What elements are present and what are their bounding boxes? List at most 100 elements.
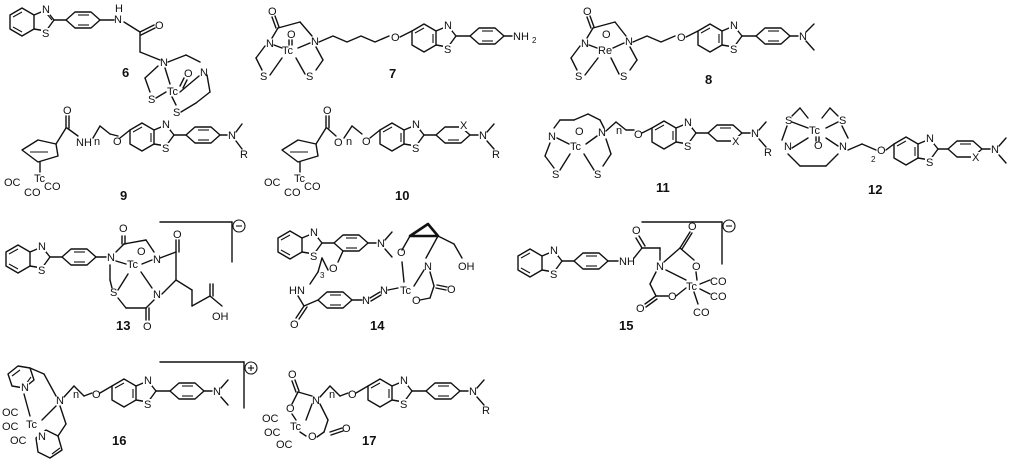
atom-label: X [732, 136, 740, 148]
compound-15: N S NH O N O O Tc CO CO CO O O 15 [517, 219, 736, 333]
compound-number: 16 [112, 433, 126, 448]
atom-label: N [153, 254, 161, 266]
atom-label: O [308, 431, 317, 443]
atom-label: S [110, 287, 117, 299]
metal-label: Tc [294, 173, 306, 185]
metal-label: Tc [686, 281, 698, 293]
metal-label: Tc [570, 141, 582, 153]
atom-label: N [200, 67, 208, 79]
atom-label: O [634, 129, 643, 141]
atom-label: OC [4, 177, 21, 189]
atom-label: NH [513, 31, 529, 43]
atom-label: O [113, 136, 122, 148]
metal-label: Tc [26, 419, 38, 431]
compound-number: 10 [395, 188, 409, 203]
atom-label: O [877, 145, 886, 157]
atom-label: O [184, 68, 193, 80]
atom-label: CO [710, 276, 727, 288]
atom-label: O [137, 246, 146, 258]
atom-label: O [668, 291, 677, 303]
atom-label: S [926, 157, 933, 169]
atom-label: NH [619, 256, 635, 268]
atom-label: S [839, 115, 846, 127]
atom-label: O [329, 263, 338, 275]
compound-13: N S N O N Tc O S N O O OH 13 [5, 219, 246, 333]
atom-label: S [38, 265, 45, 277]
atom-label: N [751, 128, 759, 140]
atom-label: O [342, 423, 351, 435]
atom-label: S [310, 251, 317, 263]
atom-label: OH [212, 311, 229, 323]
atom-label: HN [289, 285, 305, 297]
compound-number: 7 [389, 66, 396, 81]
atom-label: N [228, 130, 236, 142]
atom-label: S [620, 71, 627, 83]
atom-label: S [148, 94, 155, 106]
atom-label: O [268, 6, 277, 18]
atom-label: OC [264, 177, 281, 189]
chain-subscript: n [329, 389, 335, 401]
atom-label: O [397, 247, 406, 259]
atom-label: N [926, 133, 934, 145]
atom-label: N [380, 285, 388, 297]
atom-label: R [492, 149, 500, 161]
atom-label: S [412, 143, 419, 155]
atom-label: N [598, 127, 606, 139]
atom-label: O [334, 137, 343, 149]
atom-label: N [38, 431, 46, 443]
atom-label: N [550, 245, 558, 257]
atom-label: N [839, 141, 847, 153]
atom-label: O [173, 229, 182, 241]
atom-label: S [594, 169, 601, 181]
atom-subscript: 2 [532, 36, 537, 45]
atom-label: N [581, 38, 589, 50]
atom-label: S [552, 169, 559, 181]
atom-label: S [730, 44, 737, 56]
atom-label: N [730, 20, 738, 32]
metal-label: Tc [282, 45, 294, 57]
atom-label: N [42, 4, 50, 16]
atom-label: N [625, 36, 633, 48]
atom-label: OC [2, 421, 19, 433]
atom-label: O [447, 284, 456, 296]
compound-12: S S Tc O N N O 2 N S X N 12 [781, 107, 1007, 197]
atom-subscript: 2 [871, 155, 876, 164]
atom-label: N [56, 395, 64, 407]
atom-label: X [972, 152, 980, 164]
compound-number: 6 [122, 65, 129, 80]
compound-number: 8 [705, 72, 712, 87]
atom-label: OC [2, 407, 19, 419]
atom-label: NH [76, 137, 92, 149]
atom-label: N [310, 227, 318, 239]
chain-subscript: n [94, 136, 100, 148]
atom-label: CO [284, 187, 301, 199]
atom-label: N [799, 31, 807, 43]
atom-label: N [362, 295, 370, 307]
atom-label: N [469, 386, 477, 398]
atom-label: CO [304, 181, 321, 193]
atom-label: CO [693, 307, 710, 319]
atom-label: O [362, 136, 371, 148]
atom-label: O [119, 223, 128, 235]
atom-label: N [38, 241, 46, 253]
atom-label: OC [10, 435, 27, 447]
compound-number: 17 [362, 433, 376, 448]
compound-9: O NH n O N S N R Tc OC CO CO 9 [4, 105, 248, 203]
compound-14: N S N O 3 HN O N N Tc O N OH O O 14 [277, 222, 475, 333]
atom-label: O [692, 261, 701, 273]
compound-number: 14 [370, 318, 385, 333]
atom-label: O [677, 32, 686, 44]
atom-label: N [444, 20, 452, 32]
compound-8: O N N Re O S S O N S N 8 [570, 6, 815, 87]
compound-16: N N n O N S N Tc OC OC OC N 16 [2, 361, 258, 459]
atom-label: S [42, 28, 49, 40]
atom-label: O [287, 29, 296, 41]
atom-label: R [764, 147, 772, 159]
metal-label: Tc [34, 173, 46, 185]
atom-label: H [115, 3, 123, 15]
compound-17: O N n O N S N R O Tc OC OC OC O O 17 [262, 369, 490, 451]
atom-label: S [144, 399, 151, 411]
compound-number: 9 [120, 188, 127, 203]
chain-subscript: n [616, 125, 622, 137]
